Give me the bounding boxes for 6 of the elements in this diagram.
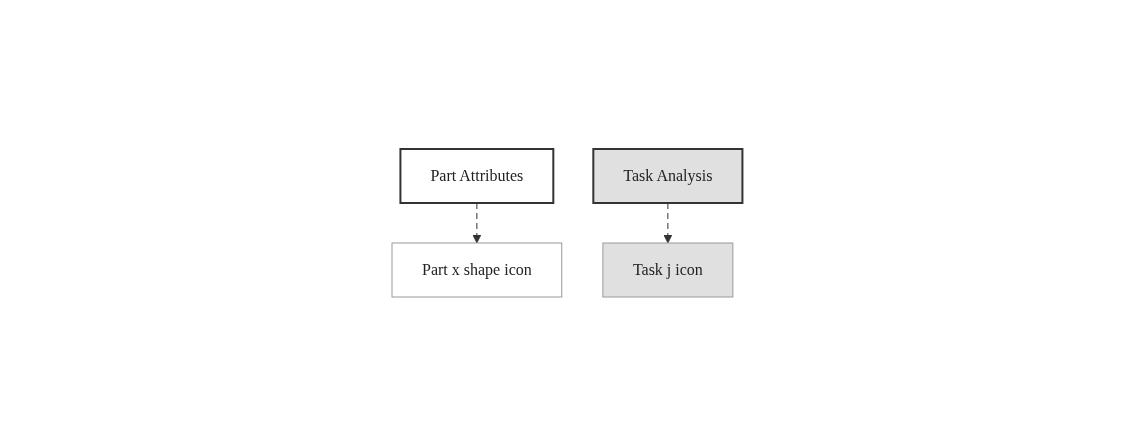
node-box: Part Attributes (399, 148, 555, 204)
arrow (472, 202, 482, 244)
node-box: Task j icon (602, 242, 734, 298)
node-box: Part x shape icon (391, 242, 563, 298)
node-box: Task Analysis (592, 148, 744, 204)
arrow (663, 202, 673, 244)
